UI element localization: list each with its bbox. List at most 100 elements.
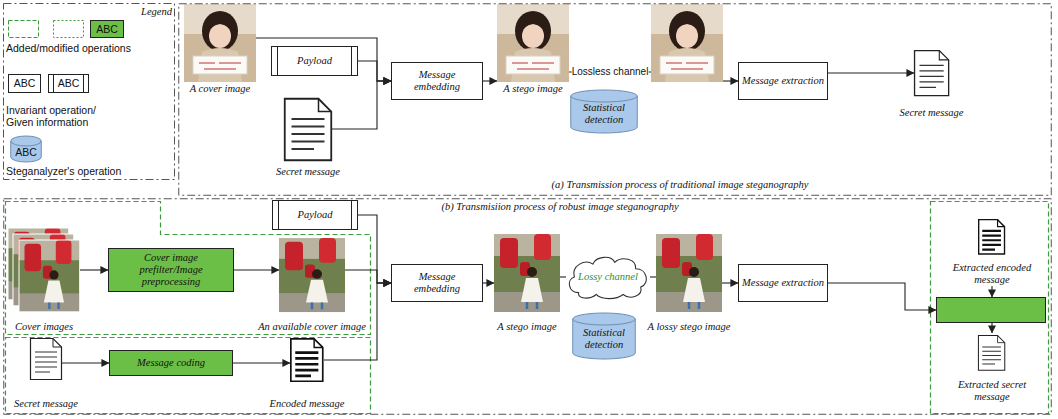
legend-swatch: [11, 136, 42, 162]
node-label: Message extraction: [742, 75, 824, 87]
connector: [234, 269, 279, 270]
legend-text: Added/modified operations: [6, 42, 171, 54]
image-node: An available cover image: [279, 238, 345, 312]
cylinder-body: [571, 90, 638, 133]
image-node: Cover images: [8, 228, 80, 312]
document-node: Extracted secret message: [940, 333, 1044, 403]
dashed-sample: [54, 21, 84, 38]
channel-cloud: Lossy channel: [566, 254, 650, 300]
connector: [358, 61, 391, 81]
node-label: Statistical detection: [575, 321, 633, 351]
detection-cylinder: Statistical detection: [572, 313, 636, 359]
stego-photo: [494, 234, 560, 312]
image-node: Secret message: [30, 338, 62, 380]
given-info-box: Payload: [271, 46, 358, 76]
node-label: Message embedding: [395, 69, 479, 93]
image-node: Encoded message: [290, 338, 324, 382]
node-label: Secret message: [14, 398, 78, 410]
encoded-document-icon: [979, 220, 1005, 254]
legend-text: Steganalyzer's operation: [6, 165, 171, 177]
cylinder-rim: [571, 96, 638, 102]
process-box: Message extraction: [738, 264, 828, 302]
added-group-outline: [6, 338, 371, 414]
given-info-box: Payload: [272, 200, 358, 230]
node-label: An available cover image: [258, 321, 366, 333]
node-label: A lossy stego image: [648, 321, 731, 333]
panel-frame-line: [4, 199, 1052, 415]
label-holder: ABC: [48, 74, 89, 93]
dashed-sample: [9, 21, 39, 38]
connector: [650, 276, 656, 277]
connector: [332, 81, 391, 129]
sample-label: ABC: [58, 77, 80, 89]
legend-swatch: [91, 21, 124, 38]
photo-edge: [19, 240, 80, 312]
received-photo: [651, 4, 723, 82]
cloud-line: [569, 257, 646, 298]
connector: [722, 282, 738, 283]
label-holder: ABC: [90, 20, 124, 38]
added-process-box: [936, 297, 1046, 323]
image-node: A stego image: [497, 4, 569, 82]
node-label: Lossy channel: [578, 271, 638, 283]
connector: [358, 215, 391, 283]
legend-entry: Added/modified operations: [6, 42, 171, 54]
legend-entry: Steganalyzer's operation: [6, 165, 171, 177]
panel-caption: (a) Transmission process of traditional …: [552, 179, 809, 191]
image-node: Secret message: [914, 50, 949, 96]
document-icon: [978, 335, 1004, 370]
connector: [256, 38, 391, 81]
document-icon: [915, 51, 949, 96]
label-holder: ABC: [8, 74, 41, 93]
node-label: Statistical detection: [573, 96, 635, 126]
node-label: A cover image: [190, 83, 250, 95]
node-label: Message embedding: [395, 271, 479, 295]
process-box: Message embedding: [391, 62, 483, 100]
cover-photo: [19, 240, 80, 312]
edge-label: Lossless channel: [572, 66, 649, 78]
label-holder: ABC: [10, 142, 42, 162]
legend-entry: Invariant operation/ Given information: [6, 104, 118, 128]
given-info-sample: [49, 75, 89, 93]
cylinder-rim: [573, 319, 636, 325]
node-label: Cover images: [15, 321, 73, 333]
node-label: Encoded message: [270, 398, 345, 410]
node-label: A stego image: [497, 321, 556, 333]
node-label: Secret message: [899, 107, 963, 119]
given-info-rule: [278, 47, 352, 75]
document-icon: [31, 339, 62, 380]
connector: [991, 323, 992, 333]
connectors: [62, 38, 992, 363]
node-label: Secret message: [276, 166, 340, 178]
added-process-box: Cover image prefilter/Image preprocessin…: [108, 248, 234, 292]
image-node: A cover image: [184, 4, 256, 82]
image-node: Secret message: [284, 98, 332, 161]
lossy-photo: [656, 234, 722, 312]
label-holder: Legend: [128, 6, 172, 18]
sample-label: ABC: [15, 146, 37, 158]
figure-panel: Cover images Cover image prefilter/Image …: [3, 198, 1052, 415]
connector: [991, 286, 992, 297]
image-node: A stego image: [494, 234, 560, 312]
connector: [80, 269, 108, 270]
connector: [828, 283, 936, 310]
node-label: Cover image prefilter/Image preprocessin…: [112, 252, 230, 288]
node-label: Payload: [297, 55, 332, 67]
node-label: Extracted encoded message: [940, 262, 1044, 286]
cylinder-body: [573, 313, 636, 359]
connector: [483, 80, 497, 81]
added-process-box: Message coding: [109, 350, 233, 376]
cover-photo: [279, 238, 345, 312]
panel-frame: [3, 198, 1052, 415]
legend-title: Legend: [128, 6, 172, 18]
added-group-outline: [931, 202, 1049, 414]
stego-photo: [497, 4, 569, 82]
connector: [560, 276, 566, 277]
sample-label: ABC: [14, 77, 36, 89]
document-icon: [285, 99, 332, 161]
cylinder-rim: [11, 141, 42, 146]
process-box: Message embedding: [391, 264, 483, 302]
given-info-rule: [279, 201, 352, 229]
document-node: Extracted encoded message: [940, 216, 1044, 286]
node-label: A stego image: [503, 83, 562, 95]
